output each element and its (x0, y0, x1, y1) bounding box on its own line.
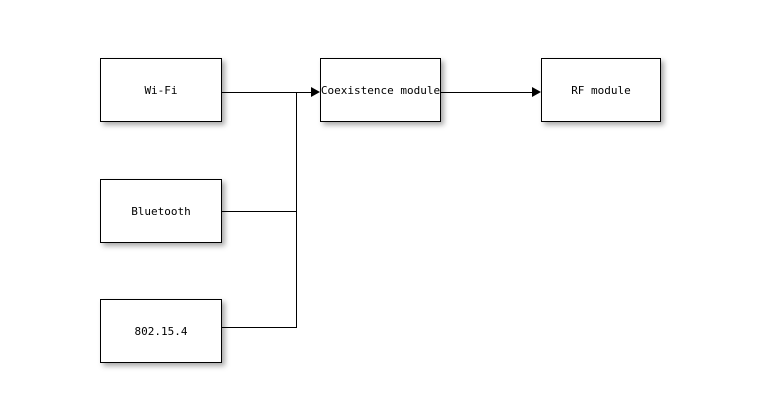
block-rf-module-label: RF module (571, 83, 631, 97)
block-rf-module[interactable]: RF module (541, 58, 661, 122)
connector-bluetooth-to-bus (222, 211, 297, 212)
connector-wifi-to-coexistence (222, 92, 314, 93)
block-bluetooth-label: Bluetooth (131, 204, 191, 218)
block-wifi[interactable]: Wi-Fi (100, 58, 222, 122)
connector-vertical-bus (296, 92, 297, 328)
block-802-15-4-label: 802.15.4 (134, 324, 188, 338)
block-coexistence-module[interactable]: Coexistence module (320, 58, 441, 122)
arrowhead-into-rf-icon (532, 87, 541, 97)
block-bluetooth[interactable]: Bluetooth (100, 179, 222, 243)
arrowhead-into-coexistence-icon (311, 87, 320, 97)
block-coexistence-module-label: Coexistence module (320, 83, 441, 97)
block-802-15-4[interactable]: 802.15.4 (100, 299, 222, 363)
connector-zigbee-to-bus (222, 327, 297, 328)
connector-coexistence-to-rf (441, 92, 534, 93)
block-wifi-label: Wi-Fi (144, 83, 178, 97)
